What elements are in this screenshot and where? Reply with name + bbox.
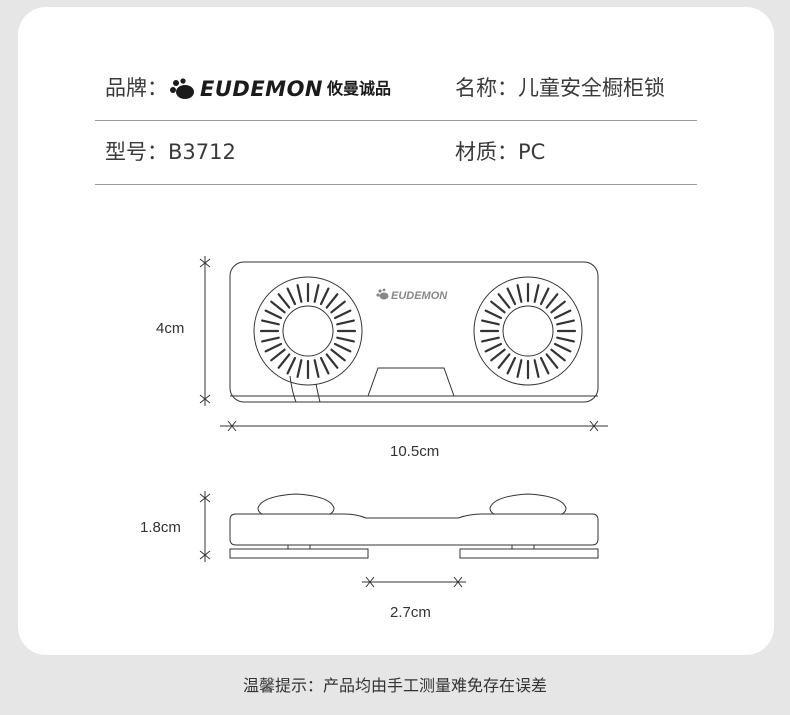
material-label: 材质： — [455, 140, 518, 164]
spec-row-model-material: 型号：B3712 材质：PC — [95, 120, 697, 185]
dial-ridge — [270, 300, 286, 314]
model-label: 型号： — [105, 140, 168, 164]
dial-ridge — [556, 319, 575, 326]
model-value: B3712 — [168, 140, 236, 164]
dial-ridge — [497, 293, 511, 309]
dial-ridge — [325, 293, 339, 309]
model-cell: 型号：B3712 — [105, 120, 236, 184]
dial-ridge — [533, 284, 540, 303]
dial-ridge — [516, 284, 523, 303]
left-dial-ridges — [259, 282, 357, 380]
dial-ridge — [296, 359, 303, 378]
dial-ridge — [264, 309, 283, 320]
name-value: 儿童安全橱柜锁 — [518, 76, 665, 100]
dial-ridge — [330, 348, 346, 362]
dial-ridge — [506, 356, 517, 375]
height-label: 4cm — [156, 320, 184, 337]
left-dial-outer — [253, 276, 363, 386]
dial-ridge — [506, 287, 517, 306]
center-bridge — [367, 367, 455, 397]
lock-side-view-body — [229, 513, 599, 546]
lock-logo-text: EUDEMON — [391, 290, 448, 302]
lock-top-view-body — [229, 261, 599, 403]
name-cell: 名称：儿童安全橱柜锁 — [455, 56, 665, 120]
strap — [289, 375, 321, 403]
dial-ridge — [336, 336, 355, 343]
dial-ridge — [313, 359, 320, 378]
dial-ridge — [545, 293, 559, 309]
dial-ridge — [490, 300, 506, 314]
right-dial-ridges — [479, 282, 577, 380]
dial-ridge — [261, 319, 280, 326]
brand-wordmark: EUDEMON — [200, 77, 323, 101]
dial-ridge — [481, 336, 500, 343]
dial-ridge — [545, 353, 559, 369]
dial-ridge — [553, 342, 572, 353]
content-card — [18, 7, 774, 655]
dial-ridge — [325, 353, 339, 369]
right-base-plate — [459, 548, 599, 559]
dial-ridge — [484, 342, 503, 353]
dial-ridge — [336, 319, 355, 326]
dial-ridge — [270, 348, 286, 362]
dial-ridge — [277, 353, 291, 369]
dial-ridge — [333, 342, 352, 353]
dial-ridge — [516, 359, 523, 378]
dial-ridge — [533, 359, 540, 378]
dial-ridge — [553, 309, 572, 320]
lock-paw-icon — [376, 288, 389, 300]
dial-ridge — [261, 336, 280, 343]
dial-ridge — [286, 356, 297, 375]
dial-ridge — [550, 300, 566, 314]
dial-ridge — [313, 284, 320, 303]
dial-ridge — [497, 353, 511, 369]
dial-ridge — [296, 284, 303, 303]
dial-ridge — [286, 287, 297, 306]
dial-ridge — [539, 356, 550, 375]
material-cell: 材质：PC — [455, 120, 545, 184]
left-base-plate — [229, 548, 369, 559]
dial-ridge — [484, 309, 503, 320]
width-label: 10.5cm — [390, 443, 439, 460]
dial-ridge — [264, 342, 283, 353]
gap-label: 2.7cm — [390, 604, 431, 621]
footer-notice: 温馨提示：产品均由手工测量难免存在误差 — [242, 676, 547, 695]
dial-ridge — [539, 287, 550, 306]
name-label: 名称： — [455, 76, 518, 100]
material-value: PC — [518, 140, 546, 164]
left-dome — [257, 493, 335, 515]
right-dial-inner — [502, 305, 554, 357]
dial-ridge — [481, 319, 500, 326]
dial-ridge — [490, 348, 506, 362]
dial-ridge — [556, 336, 575, 343]
right-dome — [489, 493, 567, 515]
dial-ridge — [319, 356, 330, 375]
brand-chinese-name: 攸曼诚品 — [327, 79, 392, 98]
dial-ridge — [277, 293, 291, 309]
right-dial-outer — [473, 276, 583, 386]
paw-logo-icon — [170, 78, 194, 99]
brand-label: 品牌： — [105, 76, 168, 100]
dial-ridge — [333, 309, 352, 320]
left-dial-inner — [282, 305, 334, 357]
dial-ridge — [550, 348, 566, 362]
dial-ridge — [319, 287, 330, 306]
dial-ridge — [330, 300, 346, 314]
thickness-label: 1.8cm — [140, 519, 181, 536]
